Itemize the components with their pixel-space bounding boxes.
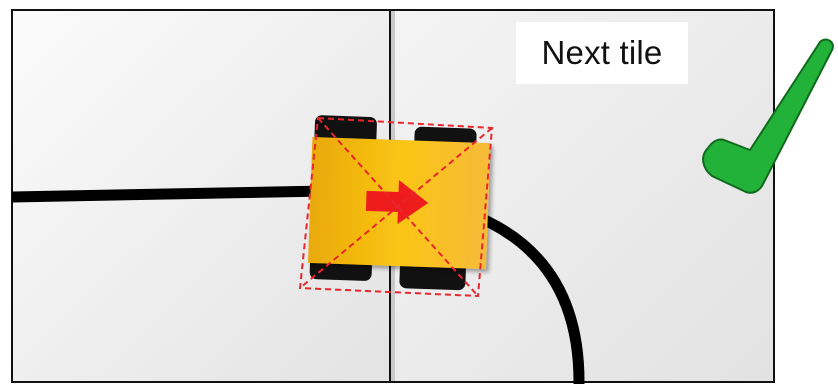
next-tile-label: Next tile	[516, 22, 688, 84]
next-tile-label-text: Next tile	[541, 34, 662, 72]
straight-track-line	[12, 191, 326, 197]
robot	[307, 115, 491, 291]
